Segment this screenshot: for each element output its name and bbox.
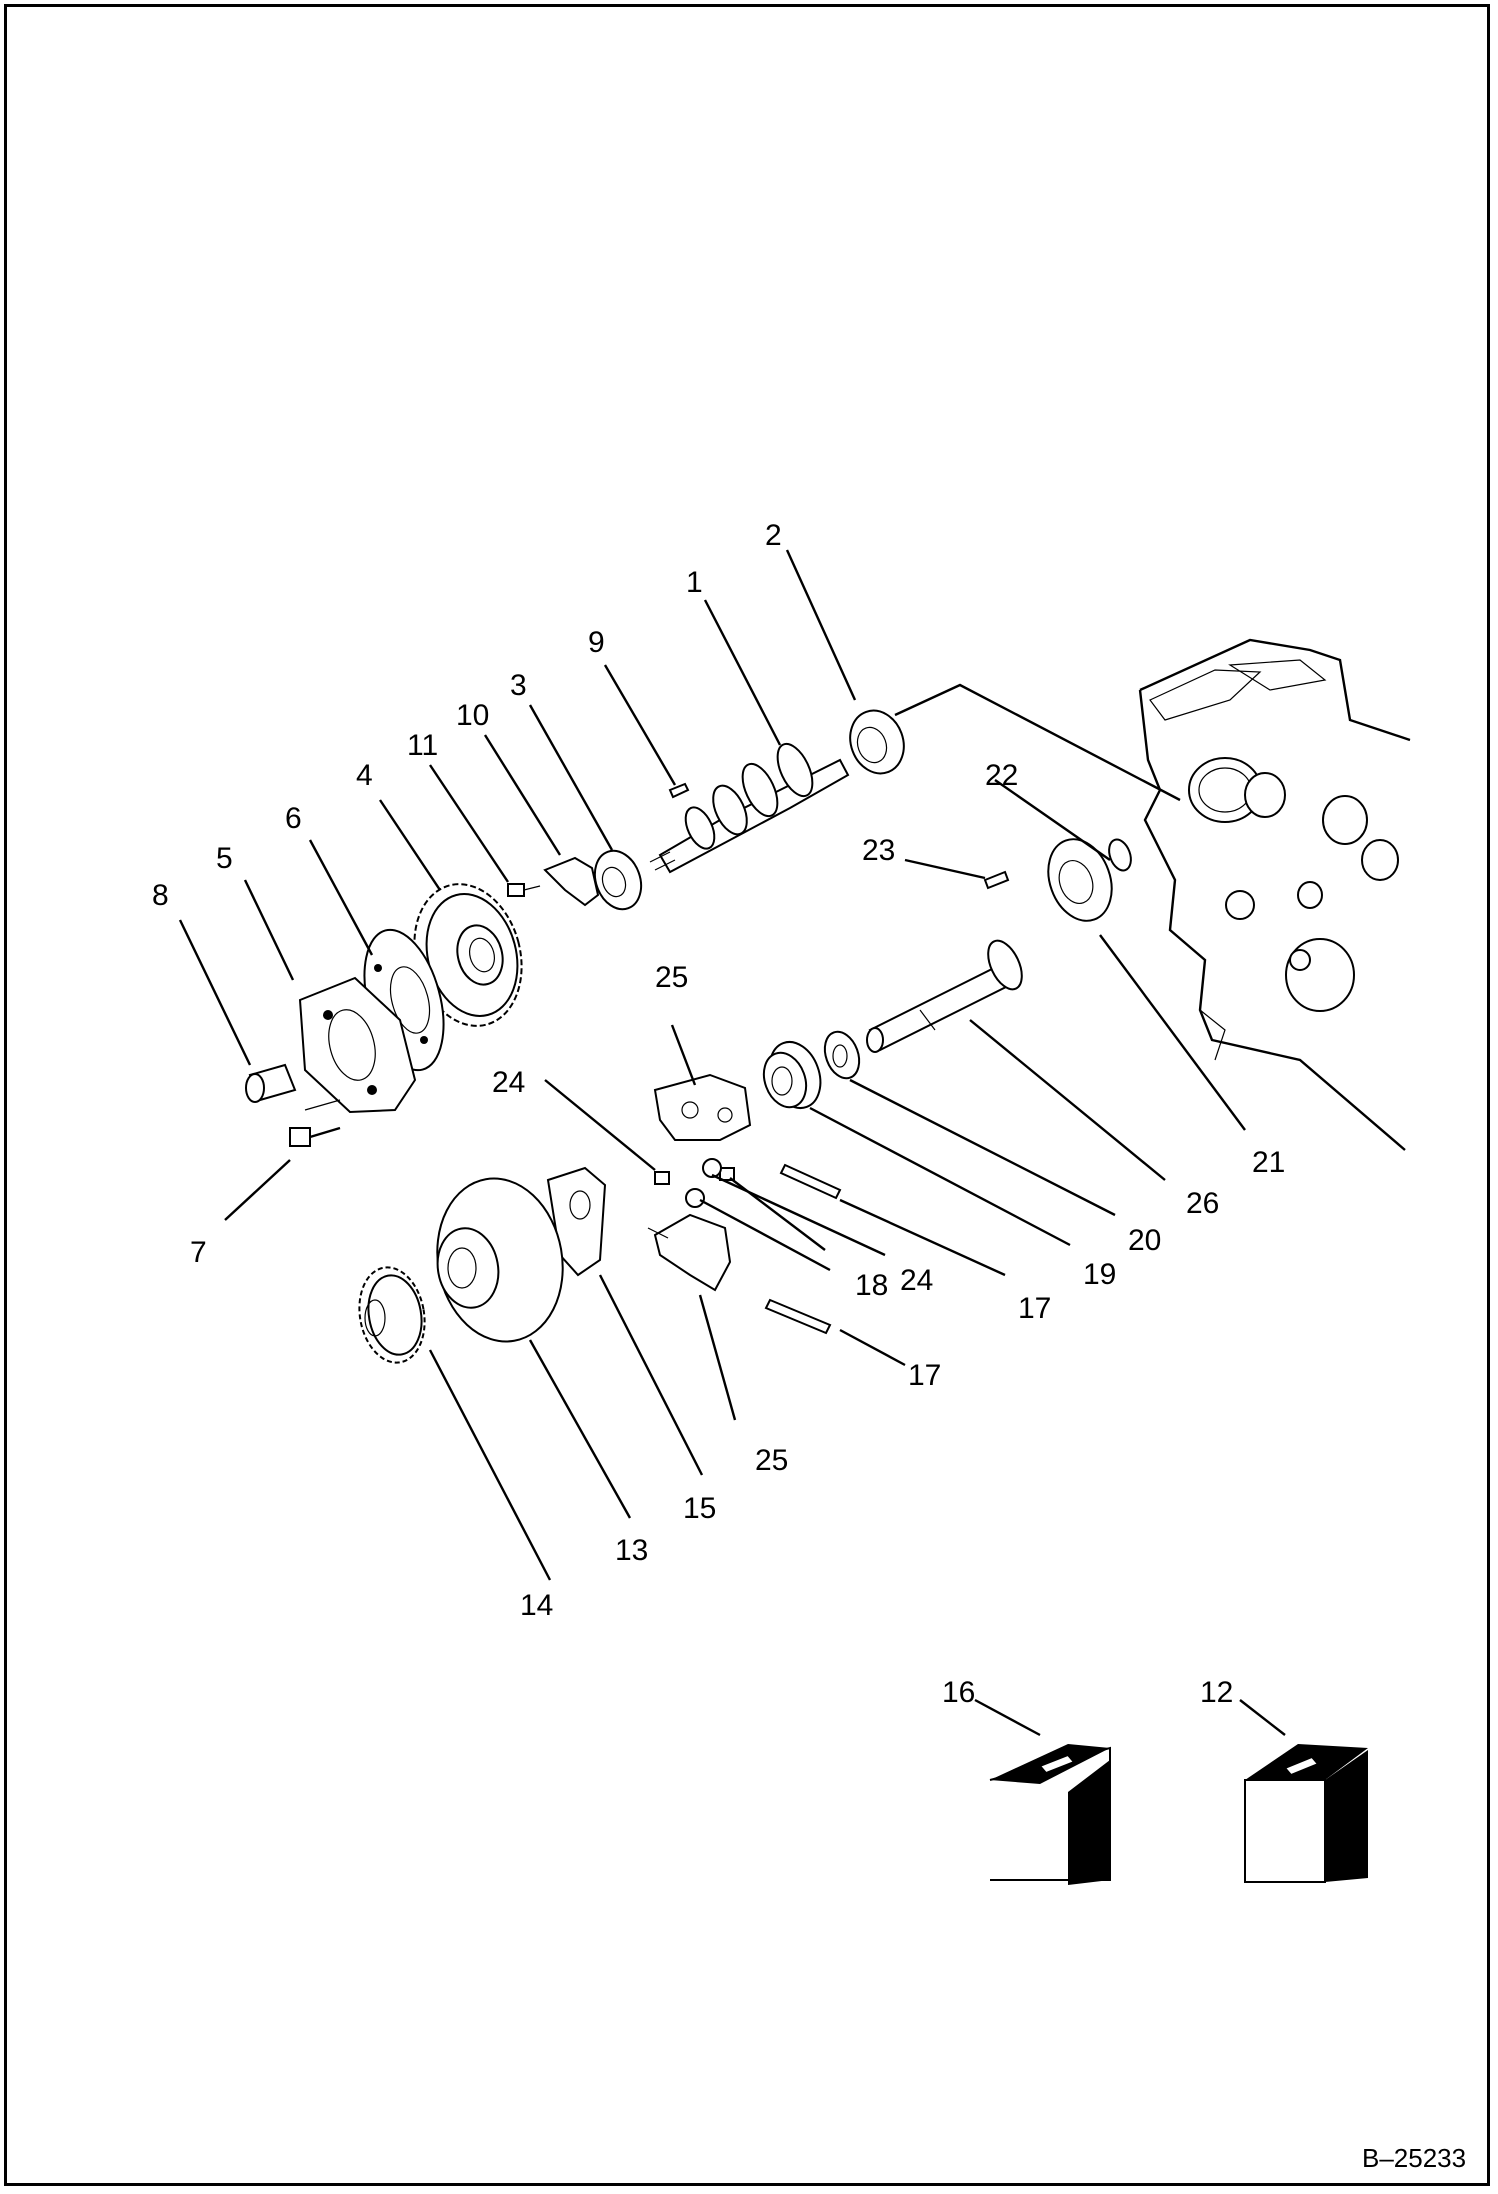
callout-14: 14 — [520, 1589, 553, 1622]
part-19-sleeve — [762, 1041, 822, 1109]
callout-10: 10 — [456, 699, 489, 732]
leader-lines — [178, 549, 1286, 1737]
part-22-snap-ring — [1108, 838, 1132, 872]
part-9-key — [668, 782, 690, 799]
callout-12: 12 — [1200, 1676, 1233, 1709]
callout-25-lower: 25 — [755, 1444, 788, 1477]
part-4-gear — [413, 883, 523, 1027]
part-10-retainer-plate — [543, 856, 600, 907]
callout-1: 1 — [686, 566, 703, 599]
part-14-small-gear — [358, 1266, 426, 1364]
callout-17-upper: 17 — [1018, 1292, 1051, 1325]
part-5-flange — [298, 976, 417, 1114]
part-25-lower-weight-holder — [647, 1213, 732, 1292]
part-23-pin — [983, 870, 1010, 890]
callout-25-upper: 25 — [655, 961, 688, 994]
callout-19: 19 — [1083, 1258, 1116, 1291]
part-1-camshaft — [649, 742, 850, 874]
part-17-lower-pin — [764, 1298, 832, 1335]
callout-18: 18 — [855, 1269, 888, 1302]
page-border — [4, 4, 1490, 2186]
part-18-balls — [685, 1158, 722, 1208]
callout-16: 16 — [942, 1676, 975, 1709]
callout-7: 7 — [190, 1236, 207, 1269]
part-25-upper-weight-holder — [653, 1073, 752, 1141]
engine-block-outline — [1138, 638, 1411, 1151]
callout-3: 3 — [510, 669, 527, 702]
callout-23: 23 — [862, 834, 895, 867]
callout-13: 13 — [615, 1534, 648, 1567]
callout-24-left: 24 — [492, 1066, 525, 1099]
callout-6: 6 — [285, 802, 302, 835]
part-17-upper-pin — [779, 1163, 842, 1200]
callout-11: 11 — [407, 729, 438, 762]
callout-26: 26 — [1186, 1187, 1219, 1220]
part-13-cup — [436, 1177, 564, 1343]
callout-4: 4 — [356, 759, 373, 792]
callout-labels: 2 1 9 3 10 11 4 6 5 8 7 22 23 25 24 21 2… — [152, 519, 1285, 1709]
callout-21: 21 — [1252, 1146, 1285, 1179]
callout-22: 22 — [985, 759, 1018, 792]
part-26-governor-shaft — [866, 939, 1023, 1053]
callout-9: 9 — [588, 626, 605, 659]
callout-8: 8 — [152, 879, 169, 912]
callout-17-lower: 17 — [908, 1359, 941, 1392]
kit-box-16 — [989, 1744, 1111, 1885]
part-7-bolt — [289, 1099, 341, 1147]
part-2-bearing — [849, 683, 1181, 802]
document-number: B–25233 — [1362, 2143, 1466, 2173]
callout-5: 5 — [216, 842, 233, 875]
callout-15: 15 — [683, 1492, 716, 1525]
part-11-screw — [507, 883, 541, 897]
part-3-bearing — [593, 849, 643, 911]
callout-2: 2 — [765, 519, 782, 552]
part-24-screws — [654, 1167, 735, 1185]
kit-box-12 — [1244, 1744, 1368, 1883]
callout-24-right: 24 — [900, 1264, 933, 1297]
part-20-washer — [823, 1030, 861, 1080]
part-21-bearing — [1047, 838, 1113, 922]
callout-20: 20 — [1128, 1224, 1161, 1257]
part-8-bushing — [245, 1063, 297, 1103]
